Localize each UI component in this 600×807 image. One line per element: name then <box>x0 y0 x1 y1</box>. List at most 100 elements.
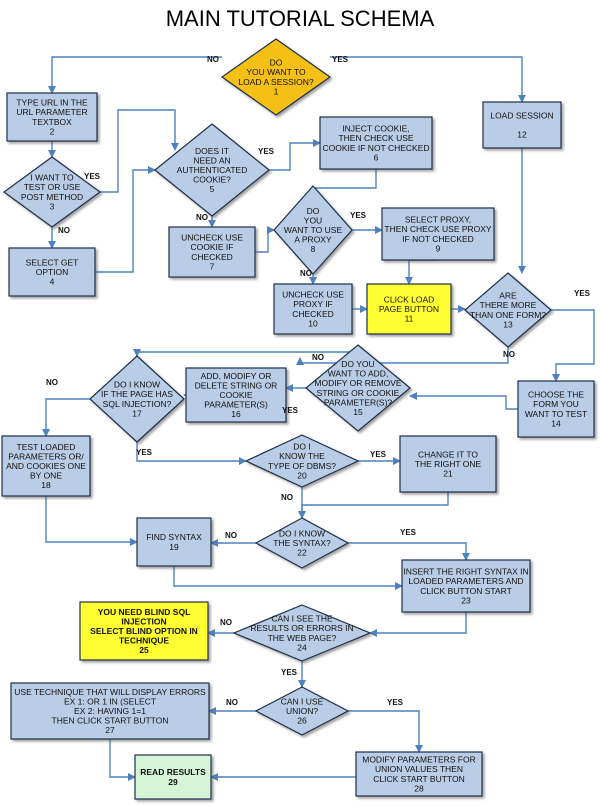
node-text-line: A PROXY <box>294 235 332 245</box>
node-text-line: 24 <box>297 642 307 652</box>
node-text-line: TECHNIQUE <box>119 636 169 646</box>
node-text-line: DO <box>307 206 320 216</box>
decision-diamond <box>232 604 372 662</box>
node-text-line: READ RESULTS <box>140 767 206 777</box>
node-text-line: YOU NEED BLIND SQL <box>98 607 191 617</box>
node-text-line: CHANGE IT TO <box>418 449 478 459</box>
node-text-line: THE WEB PAGE? <box>268 633 337 643</box>
node-text-line: THEN CLICK START BUTTON <box>52 716 169 726</box>
node-text-line: PARAMETER(S)? <box>324 397 393 407</box>
node-text-line: 22 <box>297 548 307 558</box>
node-text-line: 10 <box>308 318 318 328</box>
decision-diamond <box>305 344 411 432</box>
node-text-line: 6 <box>374 152 379 162</box>
connector-arrow <box>405 259 438 285</box>
node-text-line: TEST LOADED <box>17 442 76 452</box>
node-text-line: EX 1: OR 1 IN (SELECT <box>64 696 156 706</box>
node-text-line: 14 <box>551 418 561 428</box>
node-text-line: CLICK BUTTON START <box>420 586 512 596</box>
edge-label-no: NO <box>312 353 324 362</box>
node-text-line: 27 <box>105 725 115 735</box>
process-box <box>6 92 98 142</box>
node-text-line: ARE <box>499 291 517 301</box>
node-text-line: CHECKED <box>292 309 334 319</box>
node-text-line: CAN I USE <box>281 696 324 706</box>
node-text-line: INJECT COOKIE, <box>342 124 409 134</box>
node-text-line: WANT TO ADD, <box>328 369 389 379</box>
edge-label-no: NO <box>196 213 208 222</box>
node-text-line: THE RIGHT ONE <box>415 459 482 469</box>
connector-arrow <box>348 710 423 753</box>
decision-diamond <box>89 355 185 443</box>
node-text-line: IF THE PAGE HAS <box>101 389 173 399</box>
node-text-line: 1 <box>274 86 279 96</box>
edge-label-yes: YES <box>350 211 367 220</box>
process-box <box>8 247 96 297</box>
connector-arrow <box>348 542 470 561</box>
process-box <box>185 367 287 423</box>
node-text-line: IF NOT CHECKED <box>402 234 474 244</box>
node-text-line: AUTHENTICATED <box>177 165 248 175</box>
node-text-line: 20 <box>297 470 307 480</box>
node-text-line: THAN ONE FORM? <box>470 310 546 320</box>
node-text-line: CLICK LOAD <box>384 294 435 304</box>
edge-label-yes: YES <box>258 147 275 156</box>
connector-arrow <box>269 139 321 171</box>
node-text-line: 2 <box>50 126 55 136</box>
connector-arrow <box>369 612 467 637</box>
node-text-line: 21 <box>443 469 453 479</box>
edge-label-yes: YES <box>574 289 591 298</box>
process-box <box>319 116 433 170</box>
edge-label-yes: YES <box>136 448 153 457</box>
connector-arrow <box>296 347 509 365</box>
edge-label-no: NO <box>58 226 70 235</box>
decision-diamond <box>244 434 360 488</box>
diagram-title: MAIN TUTORIAL SCHEMA <box>166 6 435 31</box>
node-text-line: 4 <box>50 277 55 287</box>
node-text-line: SQL INJECTION? <box>103 399 172 409</box>
edge-label-yes: YES <box>282 406 299 415</box>
edge-label-no: NO <box>503 350 515 359</box>
node-text-line: THEN CHECK USE <box>338 133 413 143</box>
connector-arrow <box>409 392 518 410</box>
node-text-line: 13 <box>503 319 513 329</box>
node-text-line: 7 <box>210 261 215 271</box>
connector-arrow <box>255 226 275 253</box>
node-text-line: NEED AN <box>193 155 230 165</box>
node-text-line: TYPE OF DBMS? <box>268 461 336 471</box>
node-text-line: COOKIE? <box>193 175 231 185</box>
node-text-line: WANT TO USE <box>284 225 343 235</box>
node-text-line: 25 <box>139 645 149 655</box>
node-text-line: LOAD SESSION <box>490 110 553 120</box>
node-text-line: COOKIE IF <box>191 242 234 252</box>
node-text-line: USE TECHNIQUE THAT WILL DISPLAY ERRORS <box>14 687 206 697</box>
decision-diamond <box>254 686 350 736</box>
process-box <box>366 283 452 335</box>
node-text-line: EX 2: HAVING 1=1 <box>74 706 146 716</box>
process-box <box>399 435 497 493</box>
node-text-line: 11 <box>405 314 414 324</box>
node-text-line: 5 <box>210 184 215 194</box>
node-text-line: CHECKED <box>191 252 233 262</box>
process-box <box>136 517 212 567</box>
node-text-line: TEXTBOX <box>32 117 72 127</box>
decision-diamond <box>254 517 350 569</box>
process-box <box>1 435 91 497</box>
flow-node-27: USE TECHNIQUE THAT WILL DISPLAY ERRORSEX… <box>10 682 210 740</box>
node-text-line: 18 <box>41 480 51 490</box>
node-text-line: 16 <box>231 409 241 419</box>
connector-arrow <box>133 345 359 357</box>
edge-label-no: NO <box>207 55 219 64</box>
